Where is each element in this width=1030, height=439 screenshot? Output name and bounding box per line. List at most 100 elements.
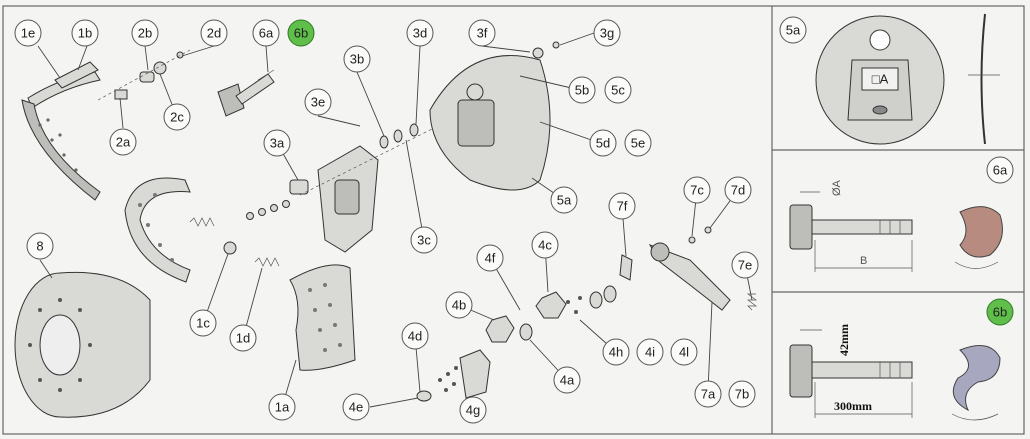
svg-text:4b: 4b xyxy=(452,298,466,313)
callout-1e: 1e xyxy=(14,19,42,47)
svg-text:7d: 7d xyxy=(731,183,745,198)
backing-plate-label: □A xyxy=(872,72,889,87)
svg-text:7c: 7c xyxy=(690,183,704,198)
bushing-4i-part xyxy=(603,285,617,303)
camshaft-6a-spline xyxy=(879,220,901,234)
dim-a-label: ØA xyxy=(831,179,843,196)
callout-panel-5a: 5a xyxy=(779,16,807,44)
bushing-3a-part xyxy=(289,179,309,195)
svg-text:5d: 5d xyxy=(596,136,610,151)
svg-text:7f: 7f xyxy=(617,199,628,214)
svg-text:6b: 6b xyxy=(294,26,308,41)
callout-5e: 5e xyxy=(624,129,652,157)
svg-text:3b: 3b xyxy=(350,52,364,67)
svg-text:4e: 4e xyxy=(349,400,363,415)
svg-text:5e: 5e xyxy=(631,136,645,151)
camshaft-part xyxy=(217,69,275,117)
ring-set-3b xyxy=(379,123,419,149)
callout-panel-6b: 6b xyxy=(986,298,1014,326)
svg-text:4d: 4d xyxy=(408,329,422,344)
svg-text:6a: 6a xyxy=(993,163,1008,178)
callout-3c: 3c xyxy=(410,226,438,254)
nut-4b-part xyxy=(485,315,515,343)
callout-7c: 7c xyxy=(683,176,711,204)
backing-plate-label-box xyxy=(861,67,899,91)
panel-5a: 5a □A xyxy=(779,13,1000,145)
ring-4e-part xyxy=(416,390,432,402)
callout-3e: 3e xyxy=(304,88,332,116)
svg-text:5c: 5c xyxy=(611,83,625,98)
bracket-4g-part xyxy=(459,349,491,399)
callout-7a: 7a xyxy=(694,380,722,408)
callout-3a: 3a xyxy=(263,129,291,157)
panel-6b: 6b 42mm 300mm xyxy=(789,298,1014,421)
svg-text:1c: 1c xyxy=(196,316,210,331)
svg-text:3a: 3a xyxy=(270,136,285,151)
adjuster-nut-4c-part xyxy=(535,291,567,319)
callout-2a: 2a xyxy=(109,128,137,156)
callout-4i: 4i xyxy=(636,338,664,366)
callout-3d: 3d xyxy=(406,19,434,47)
bushing-part xyxy=(139,71,155,83)
svg-text:3g: 3g xyxy=(600,26,614,41)
svg-text:4i: 4i xyxy=(645,345,655,360)
panel-6a: 6a ØA B xyxy=(789,156,1014,272)
svg-text:1b: 1b xyxy=(78,26,92,41)
svg-text:4f: 4f xyxy=(485,251,496,266)
callout-5a: 5a xyxy=(550,186,578,214)
camshaft-6b-spline xyxy=(879,362,901,378)
camshaft-6a-head xyxy=(789,204,813,250)
slack-adjuster-part xyxy=(648,242,731,311)
cam-profile-6a xyxy=(959,206,1003,258)
svg-text:1e: 1e xyxy=(21,26,35,41)
ring-part xyxy=(153,61,167,75)
callout-7f: 7f xyxy=(608,192,636,220)
washer-4a-part xyxy=(519,323,533,341)
svg-text:5a: 5a xyxy=(786,23,801,38)
svg-text:4g: 4g xyxy=(466,403,480,418)
callout-6a: 6a xyxy=(252,19,280,47)
bolt-set xyxy=(438,296,582,392)
dim-height-label: 42mm xyxy=(837,324,851,356)
brake-drum-part xyxy=(14,271,151,418)
callout-3f: 3f xyxy=(468,19,496,47)
callout-7e: 7e xyxy=(731,251,759,279)
callout-1b: 1b xyxy=(71,19,99,47)
clip-7d-part xyxy=(704,226,712,234)
lower-brake-shoe-part xyxy=(289,264,356,371)
callout-7b: 7b xyxy=(728,380,756,408)
svg-text:3e: 3e xyxy=(311,95,325,110)
callout-panel-6a: 6a xyxy=(986,156,1014,184)
camshaft-6b-head xyxy=(789,344,813,398)
callout-1d: 1d xyxy=(229,324,257,352)
svg-text:7b: 7b xyxy=(735,387,749,402)
roller-part xyxy=(223,241,237,255)
svg-text:1a: 1a xyxy=(275,400,290,415)
callout-1c: 1c xyxy=(189,309,217,337)
backing-plate-slot xyxy=(872,105,888,115)
backing-plate-side-profile xyxy=(980,13,986,145)
outer-frame xyxy=(2,5,1025,435)
dust-shield-part xyxy=(429,55,551,191)
callout-3g: 3g xyxy=(593,19,621,47)
svg-text:7a: 7a xyxy=(701,387,716,402)
callout-2b: 2b xyxy=(131,19,159,47)
callout-4b: 4b xyxy=(445,291,473,319)
dim-b-label: B xyxy=(860,255,867,267)
svg-text:5a: 5a xyxy=(557,193,572,208)
svg-text:6b: 6b xyxy=(993,305,1007,320)
callout-2d: 2d xyxy=(200,19,228,47)
svg-text:3d: 3d xyxy=(413,26,427,41)
callout-8: 8 xyxy=(26,232,54,260)
svg-text:1d: 1d xyxy=(236,331,250,346)
bushing-4h-part xyxy=(589,291,603,309)
callout-4f: 4f xyxy=(476,244,504,272)
svg-text:2b: 2b xyxy=(138,26,152,41)
svg-text:2c: 2c xyxy=(170,110,184,125)
washer-set xyxy=(246,200,290,220)
callout-4g: 4g xyxy=(459,396,487,424)
svg-text:2a: 2a xyxy=(116,135,131,150)
svg-text:8: 8 xyxy=(36,239,43,254)
svg-text:7e: 7e xyxy=(738,258,752,273)
